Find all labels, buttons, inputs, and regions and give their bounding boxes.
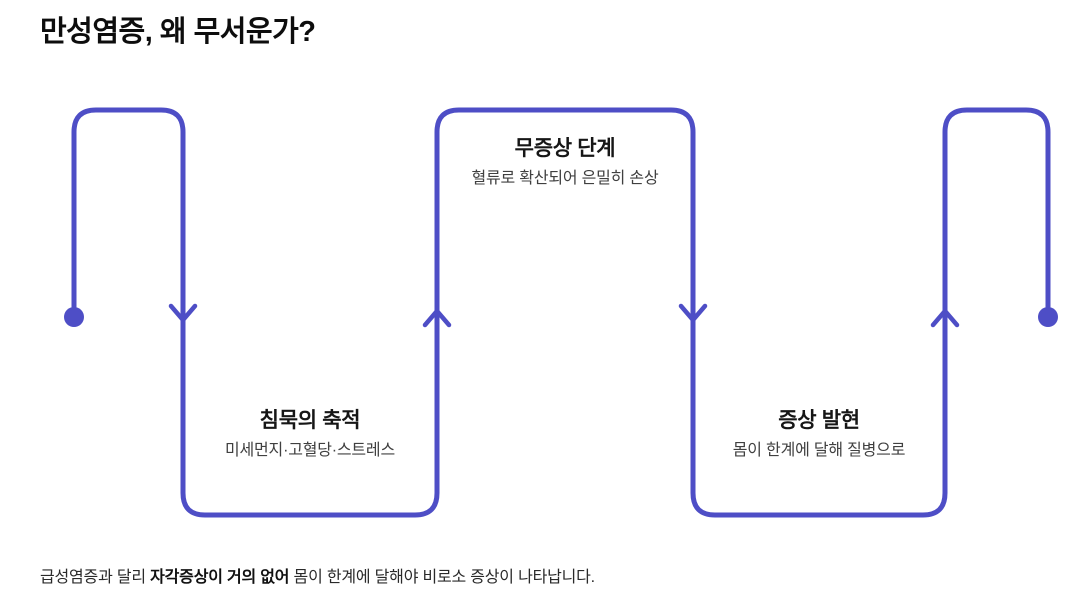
stage-label-symptom-onset: 증상 발현 몸이 한계에 달해 질병으로 [699, 408, 939, 462]
end-dot [1038, 307, 1058, 327]
stage-subtitle: 몸이 한계에 달해 질병으로 [732, 442, 906, 460]
page-title: 만성염증, 왜 무서운가? [40, 16, 316, 48]
stage-subtitle: 혈류로 확산되어 은밀히 손상 [471, 170, 659, 188]
stage-subtitle: 미세먼지·고혈당·스트레스 [225, 442, 395, 460]
serpentine-flow-path [71, 107, 1051, 518]
stage-title: 무증상 단계 [514, 137, 616, 160]
stage-label-silent-accumulation: 침묵의 축적 미세먼지·고혈당·스트레스 [190, 408, 430, 462]
arrow-up-icon [930, 308, 960, 328]
stage-title: 증상 발현 [778, 409, 860, 432]
arrow-down-icon [168, 303, 198, 323]
stage-label-asymptomatic-phase: 무증상 단계 혈류로 확산되어 은밀히 손상 [445, 136, 685, 190]
footer-note-bold: 자각증상이 거의 없어 [150, 569, 290, 586]
arrow-up-icon [422, 308, 452, 328]
arrow-down-icon [678, 303, 708, 323]
footer-note-suffix: 몸이 한계에 달해야 비로소 증상이 나타납니다. [289, 569, 596, 586]
footer-note: 급성염증과 달리 자각증상이 거의 없어 몸이 한계에 달해야 비로소 증상이 … [40, 563, 595, 587]
footer-note-prefix: 급성염증과 달리 [40, 569, 151, 586]
start-dot [64, 307, 84, 327]
stage-title: 침묵의 축적 [259, 409, 361, 432]
